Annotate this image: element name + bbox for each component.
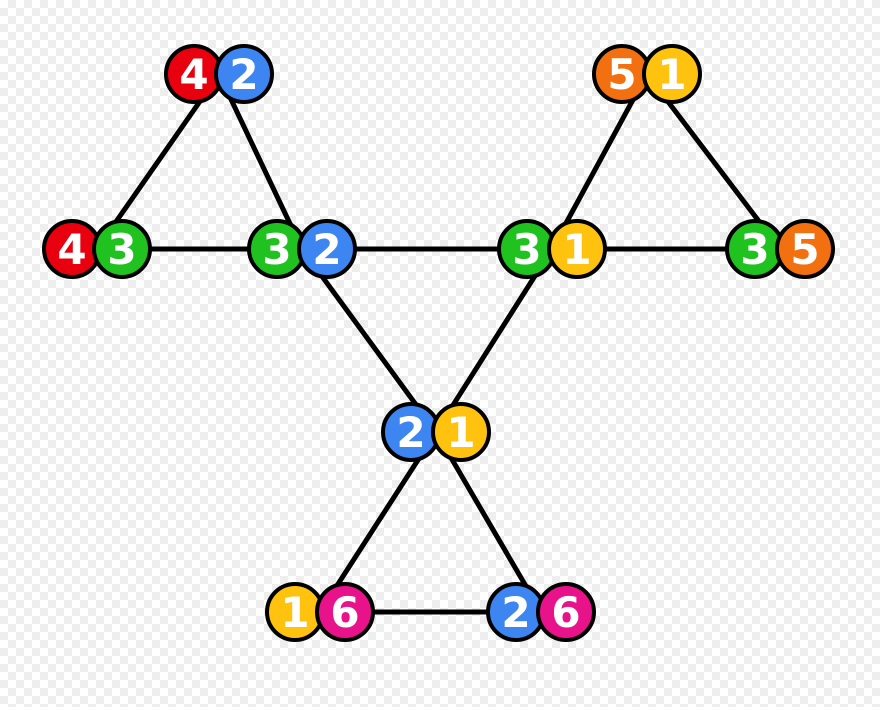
edge-n51-n31: [549, 72, 650, 251]
node-digit-label: 1: [562, 225, 591, 274]
edge-n42-n32: [216, 72, 305, 251]
node-digit-label: 2: [229, 50, 258, 99]
edge-layer: [94, 72, 782, 615]
node-circle-2: [214, 44, 274, 104]
node-circle-1: [547, 219, 607, 279]
edge-n32-n21: [299, 247, 439, 434]
node-circle-5: [775, 219, 835, 279]
edge-n21-n26: [433, 430, 544, 614]
node-circle-1: [431, 402, 491, 462]
node-digit-label: 2: [501, 588, 530, 637]
node-digit-label: 3: [262, 225, 291, 274]
node-digit-label: 5: [790, 225, 819, 274]
node-digit-label: 1: [657, 50, 686, 99]
node-circle-3: [92, 219, 152, 279]
node-circle-2: [297, 219, 357, 279]
node-digit-label: 1: [280, 588, 309, 637]
node-digit-label: 6: [330, 588, 359, 637]
node-digit-label: 3: [107, 225, 136, 274]
node-digit-label: 4: [57, 225, 86, 274]
node-circle-1: [642, 44, 702, 104]
node-digit-label: 5: [607, 50, 636, 99]
edge-n31-n21: [433, 247, 555, 434]
node-digit-label: 3: [740, 225, 769, 274]
node-digit-label: 2: [312, 225, 341, 274]
node-circle-6: [536, 582, 596, 642]
node-digit-label: 2: [396, 408, 425, 457]
edge-n21-n16: [317, 430, 439, 614]
node-digit-label: 6: [551, 588, 580, 637]
node-digit-label: 1: [446, 408, 475, 457]
node-circle-6: [315, 582, 375, 642]
node-digit-label: 4: [179, 50, 208, 99]
node-digit-label: 3: [512, 225, 541, 274]
